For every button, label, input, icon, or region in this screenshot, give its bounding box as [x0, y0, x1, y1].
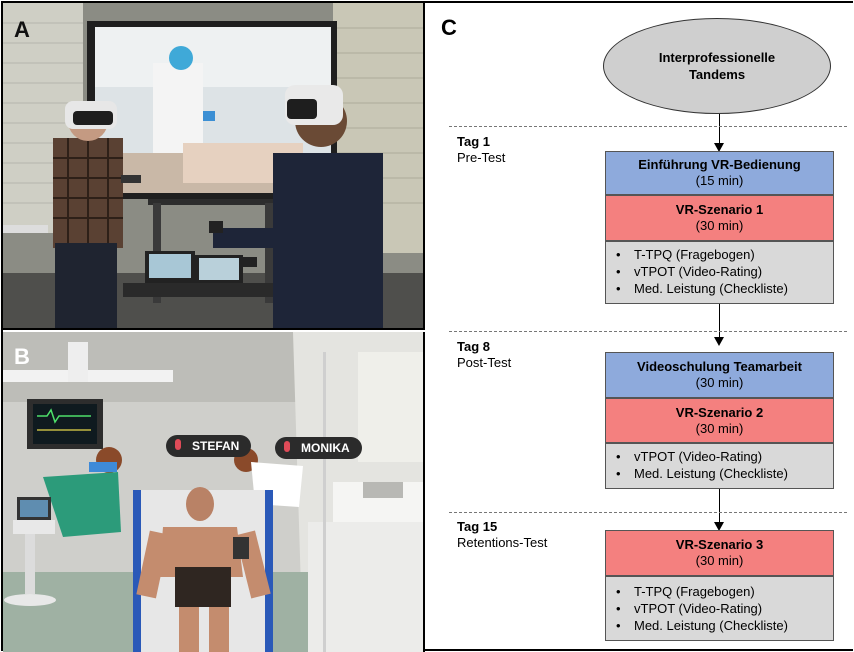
measures-box-1: T-TPQ (Fragebogen) vTPOT (Video-Rating) … [605, 241, 834, 304]
avatar-name: MONIKA [301, 441, 350, 455]
measures-box-2: vTPOT (Video-Rating) Med. Leistung (Chec… [605, 443, 834, 489]
phase-test: Pre-Test [457, 150, 506, 165]
measure-item: vTPOT (Video-Rating) [616, 448, 833, 465]
phase-divider [449, 126, 847, 127]
microphone-icon [175, 439, 181, 450]
scenario-title: VR-Szenario 2 [675, 405, 764, 420]
phase-test: Retentions-Test [457, 535, 548, 550]
training-title: Videoschulung Teamarbeit [637, 359, 802, 374]
measure-item: Med. Leistung (Checkliste) [616, 465, 833, 482]
vr-scene-image [3, 332, 423, 652]
panel-a-photo: A [3, 3, 425, 330]
phase-day: Tag 15 [457, 519, 498, 534]
vr-room-photo [3, 3, 423, 328]
flow-arrow [714, 114, 724, 152]
measures-box-3: T-TPQ (Fragebogen) vTPOT (Video-Rating) … [605, 576, 834, 641]
phase-3-label: Tag 15 Retentions-Test [457, 519, 547, 551]
start-node-tandems: Interprofessionelle Tandems [603, 18, 831, 114]
phase-divider [449, 331, 847, 332]
scenario-box-3: VR-Szenario 3 (30 min) [605, 530, 834, 576]
avatar-name: STEFAN [192, 439, 240, 453]
scenario-box-1: VR-Szenario 1 (30 min) [605, 195, 834, 241]
flow-arrow [714, 304, 724, 346]
phase-test: Post-Test [457, 355, 512, 370]
measure-item: vTPOT (Video-Rating) [616, 600, 833, 617]
measure-item: vTPOT (Video-Rating) [616, 263, 833, 280]
scenario-title: VR-Szenario 1 [675, 202, 764, 217]
phase-2-label: Tag 8 Post-Test [457, 339, 511, 371]
scenario-duration: (30 min) [695, 218, 744, 233]
panel-b-vr-scene: B STEFAN MONIKA [3, 332, 425, 652]
training-title: Einführung VR-Bedienung [638, 157, 801, 172]
scenario-box-2: VR-Szenario 2 (30 min) [605, 398, 834, 443]
panel-a-label: A [14, 17, 30, 42]
measure-item: Med. Leistung (Checkliste) [616, 280, 833, 297]
phase-day: Tag 1 [457, 134, 490, 149]
scenario-title: VR-Szenario 3 [675, 537, 764, 552]
panel-c-label: C [441, 15, 457, 40]
panel-c-study-flow: C Interprofessionelle Tandems Tag 1 Pre-… [427, 3, 853, 649]
training-box-video: Videoschulung Teamarbeit (30 min) [605, 352, 834, 398]
measure-item: T-TPQ (Fragebogen) [616, 583, 833, 600]
scenario-duration: (30 min) [695, 421, 744, 436]
training-box-vr-intro: Einführung VR-Bedienung (15 min) [605, 151, 834, 195]
training-duration: (15 min) [695, 173, 744, 188]
flow-arrow [714, 489, 724, 531]
training-duration: (30 min) [695, 375, 744, 390]
avatar-name-tag-monika: MONIKA [275, 437, 362, 459]
measure-item: Med. Leistung (Checkliste) [616, 617, 833, 634]
microphone-icon [284, 441, 290, 452]
avatar-name-tag-stefan: STEFAN [166, 435, 252, 457]
panel-b-label: B [14, 344, 30, 369]
scenario-duration: (30 min) [695, 553, 744, 568]
phase-day: Tag 8 [457, 339, 490, 354]
phase-divider [449, 512, 847, 513]
phase-1-label: Tag 1 Pre-Test [457, 134, 505, 166]
measure-item: T-TPQ (Fragebogen) [616, 246, 833, 263]
start-node-label: Interprofessionelle Tandems [658, 50, 776, 82]
